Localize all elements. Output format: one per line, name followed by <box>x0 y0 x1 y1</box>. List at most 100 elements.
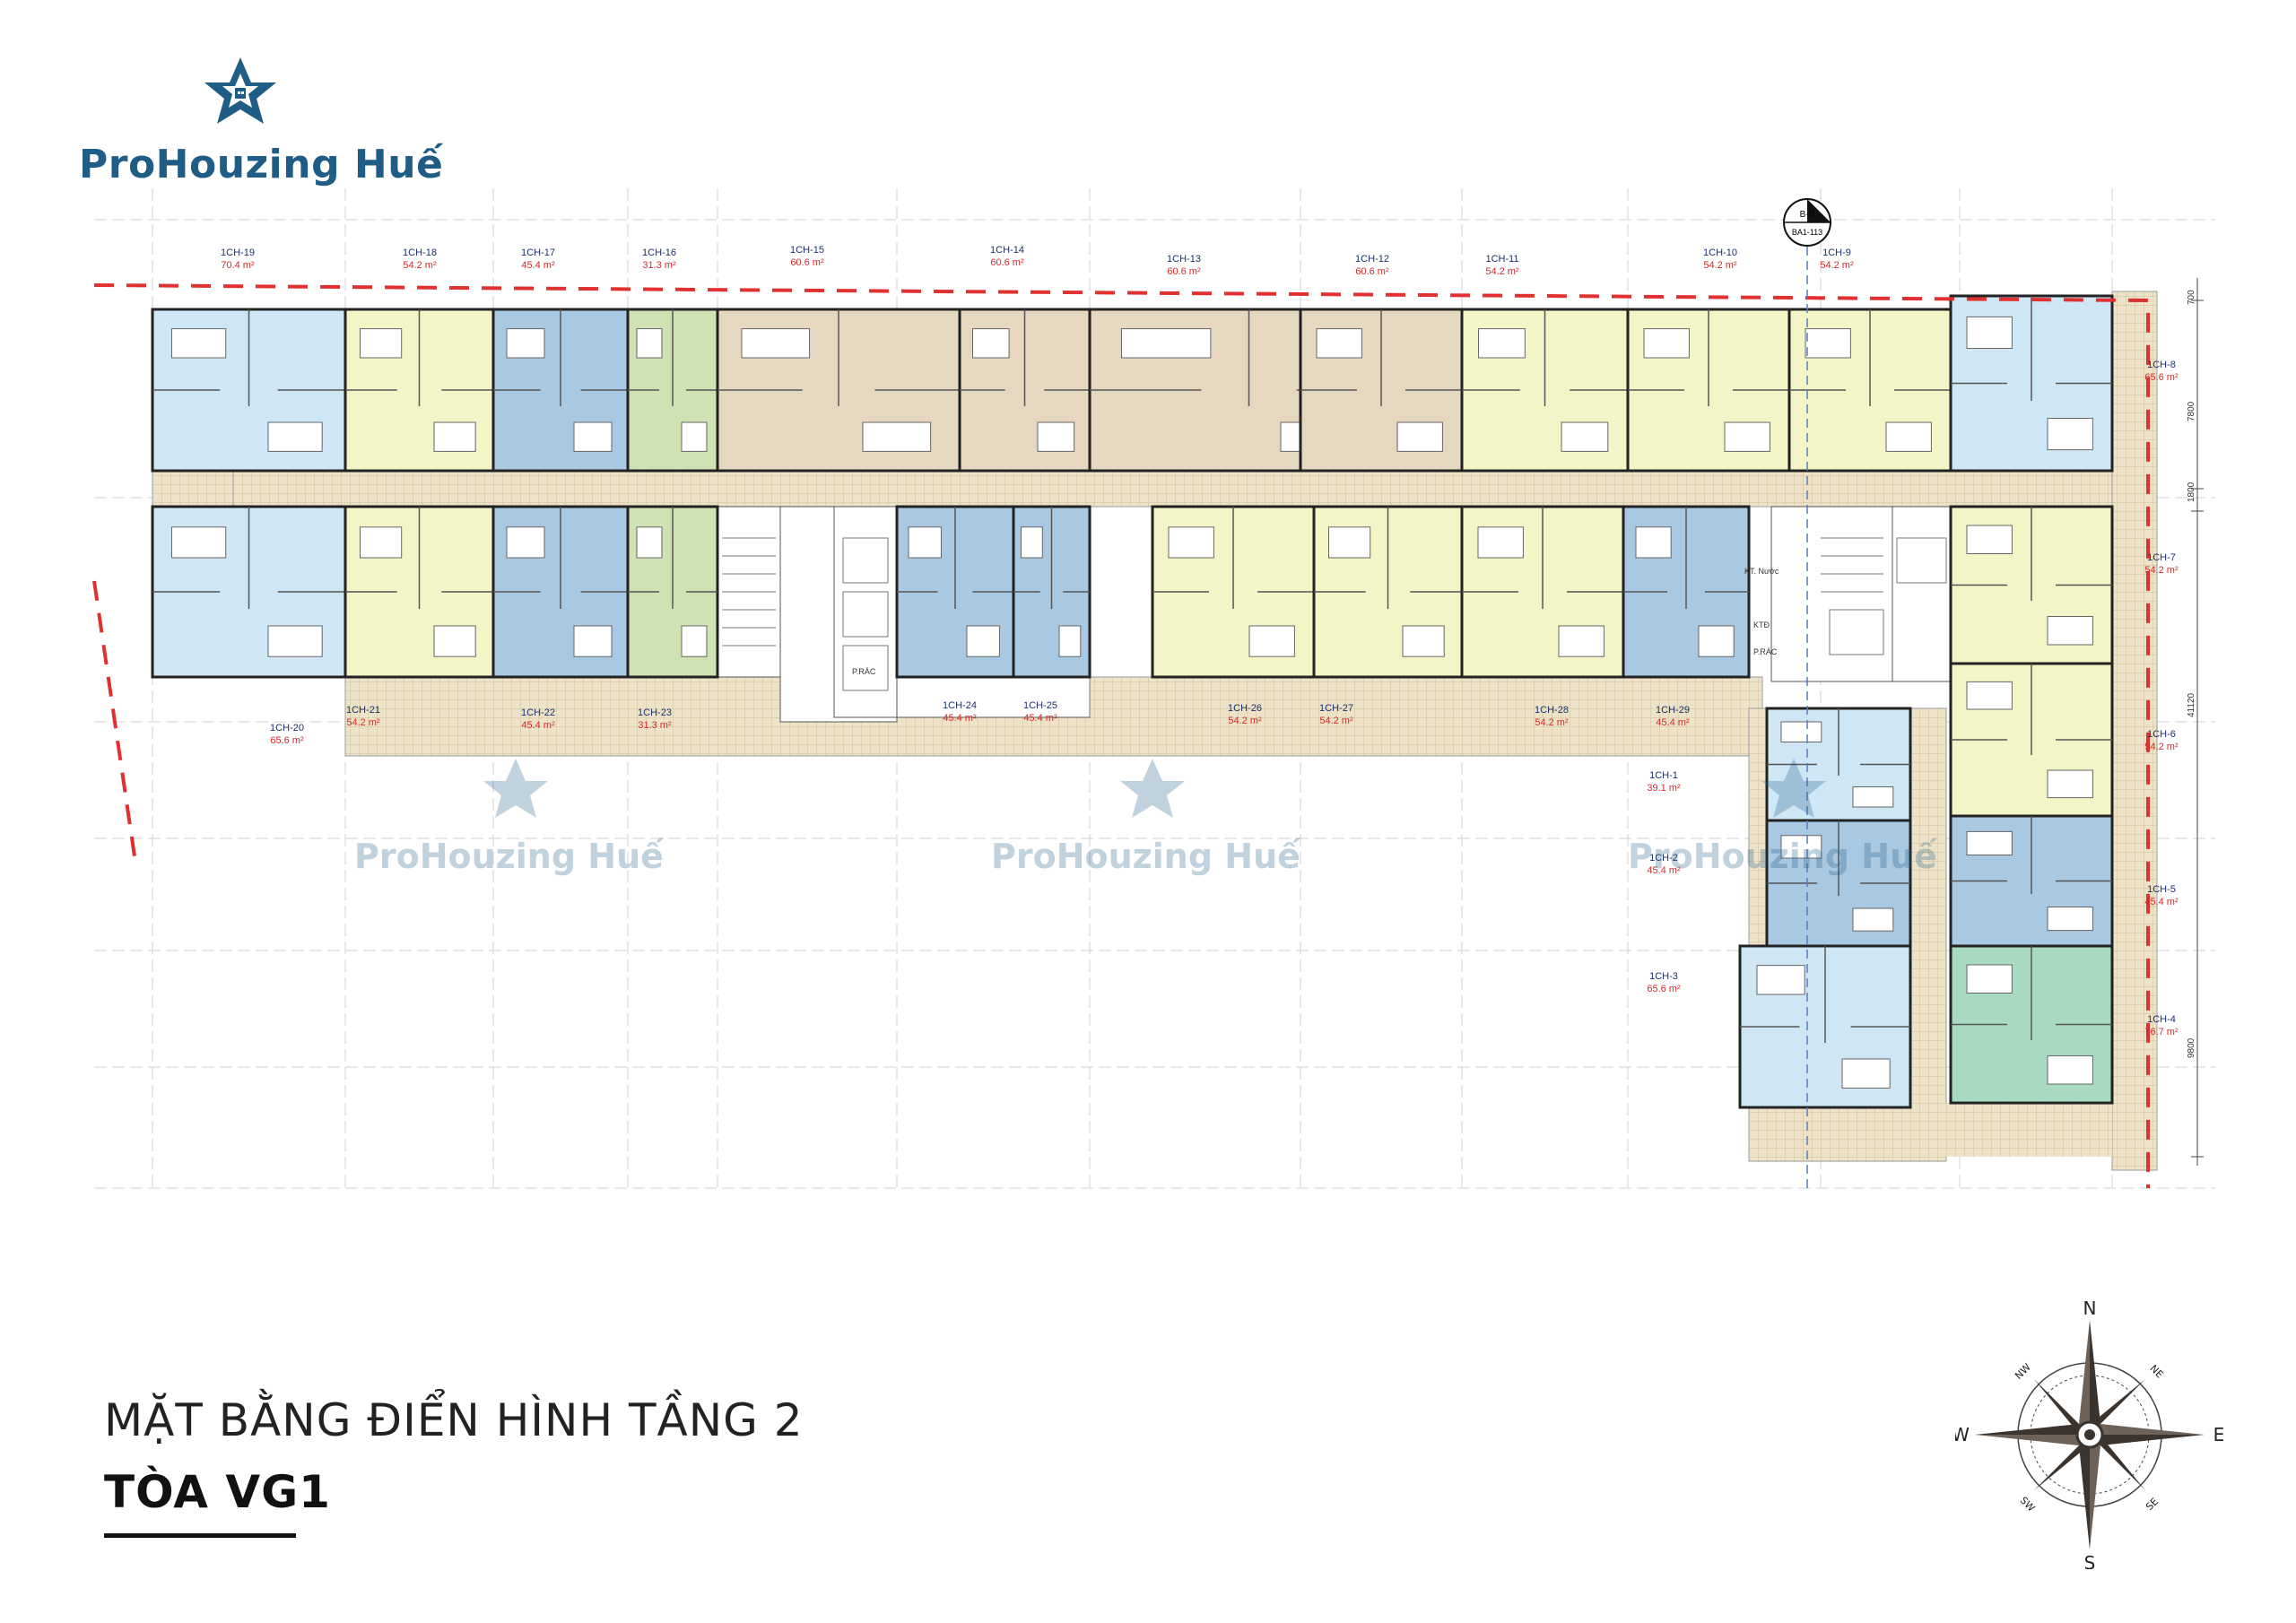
bed-mark <box>862 421 932 452</box>
unit-partition <box>1951 296 2112 401</box>
bed-mark <box>360 328 403 359</box>
brand-name: ProHouzing Huế <box>79 142 444 187</box>
unit-code-label: 1CH-1 <box>1649 770 1678 781</box>
unit-code-label: 1CH-9 <box>1822 247 1851 258</box>
star-house-logo-icon <box>204 57 276 124</box>
bed-mark <box>1328 526 1371 559</box>
bed-mark <box>2047 1055 2093 1085</box>
unit-area-label: 54.2 m² <box>1535 717 1569 728</box>
unit-area-label: 65.6 m² <box>1647 984 1681 994</box>
trash-room-label-2: P.RÁC <box>1753 647 1778 656</box>
bed-mark <box>2047 616 2093 646</box>
unit-code-label: 1CH-5 <box>2147 884 2176 895</box>
bed-mark <box>267 625 323 657</box>
unit-partition <box>1152 507 1314 609</box>
watermarks: ProHouzing Huế ProHouzing Huế ProHouzing… <box>354 759 1938 876</box>
bed-mark <box>506 526 545 559</box>
unit-area-label: 60.6 m² <box>790 257 824 268</box>
compass-rose-icon: N S E W NE NW SE SW <box>1955 1300 2224 1569</box>
unit-area-label: 54.2 m² <box>2144 742 2179 752</box>
bed-mark <box>171 328 227 359</box>
compass-e: E <box>2213 1424 2224 1445</box>
bed-mark <box>2047 907 2093 932</box>
unit-code-label: 1CH-10 <box>1703 247 1737 258</box>
dim-9800: 9800 <box>2187 1037 2196 1058</box>
unit-code-label: 1CH-2 <box>1649 853 1678 864</box>
bed-mark <box>1643 328 1690 359</box>
bed-mark <box>1966 316 2013 349</box>
unit-area-label: 65.6 m² <box>2144 372 2179 383</box>
unit-partition <box>345 507 493 609</box>
site-boundary <box>92 283 2150 1188</box>
stair-lines <box>722 537 1947 717</box>
unit-partition <box>1951 664 2112 755</box>
unit-code-label: 1CH-22 <box>521 707 555 718</box>
bed-mark <box>681 421 708 452</box>
compass-sw: SW <box>2018 1495 2038 1515</box>
unit-code-label: 1CH-18 <box>403 247 437 258</box>
bed-mark <box>1478 328 1526 359</box>
bed-mark <box>433 421 476 452</box>
unit-area-label: 45.4 m² <box>943 713 977 724</box>
unit-area-label: 54.2 m² <box>1319 716 1353 726</box>
unit-code-label: 1CH-8 <box>2147 360 2176 370</box>
unit-code-label: 1CH-20 <box>270 723 304 733</box>
compass-se: SE <box>2144 1496 2161 1513</box>
bed-mark <box>1698 625 1735 657</box>
bed-mark <box>1248 625 1295 657</box>
bed-mark <box>506 328 545 359</box>
unit-code-label: 1CH-24 <box>943 700 977 711</box>
unit-partition <box>493 507 628 609</box>
bed-mark <box>1852 907 1894 932</box>
unit-area-label: 31.3 m² <box>642 260 676 271</box>
bed-mark <box>636 526 663 559</box>
bed-mark <box>1966 964 2013 994</box>
plan-title: MẶT BẰNG ĐIỂN HÌNH TẦNG 2 <box>104 1394 804 1446</box>
unit-partition <box>628 507 718 609</box>
unit-partition <box>1628 309 1789 406</box>
bed-mark <box>573 421 613 452</box>
watermark-logo-icon <box>483 759 548 818</box>
unit-partition <box>960 309 1090 406</box>
bed-mark <box>171 526 227 559</box>
dim-700: 700 <box>2187 290 2196 305</box>
unit-code-label: 1CH-15 <box>790 245 824 256</box>
dim-7800: 7800 <box>2187 401 2196 421</box>
bed-mark <box>1037 421 1075 452</box>
watermark-logo-icon <box>1120 759 1185 818</box>
bed-mark <box>1841 1058 1891 1089</box>
bed-mark <box>2047 418 2093 451</box>
unit-area-label: 45.4 m² <box>521 720 555 731</box>
unit-code-label: 1CH-21 <box>346 705 380 716</box>
bed-mark <box>1121 328 1212 359</box>
bed-mark <box>2047 769 2093 799</box>
bed-mark <box>1724 421 1770 452</box>
unit-partition <box>1951 816 2112 894</box>
unit-partition <box>493 309 628 406</box>
compass-ne: NE <box>2148 1363 2166 1381</box>
bed-mark <box>573 625 613 657</box>
units-layer <box>151 294 2114 1109</box>
compass-nw: NW <box>2013 1361 2033 1382</box>
unit-partition <box>628 309 718 406</box>
unit-area-label: 76.7 m² <box>2144 1027 2179 1037</box>
bed-mark <box>972 328 1010 359</box>
unit-code-label: 1CH-29 <box>1656 705 1690 716</box>
unit-code-label: 1CH-23 <box>638 707 672 718</box>
unit-partition <box>1951 946 2112 1040</box>
unit-code-label: 1CH-19 <box>221 247 255 258</box>
bed-mark <box>1756 965 1805 995</box>
bed-mark <box>1966 525 2013 554</box>
watermark-text-1: ProHouzing Huế <box>354 837 665 876</box>
dimension-column: 700 7800 1800 41120 9800 <box>2187 278 2204 1166</box>
bed-mark <box>1058 625 1082 657</box>
trash-room-label: P.RÁC <box>852 667 876 676</box>
unit-partition <box>152 309 345 406</box>
unit-area-label: 54.2 m² <box>1703 260 1737 271</box>
unit-code-label: 1CH-14 <box>990 245 1024 256</box>
water-room-label: KT. Nước <box>1744 567 1779 576</box>
unit-code-label: 1CH-4 <box>2147 1014 2176 1025</box>
bed-mark <box>1477 526 1524 559</box>
unit-code-label: 1CH-17 <box>521 247 555 258</box>
unit-partition <box>1462 507 1623 609</box>
